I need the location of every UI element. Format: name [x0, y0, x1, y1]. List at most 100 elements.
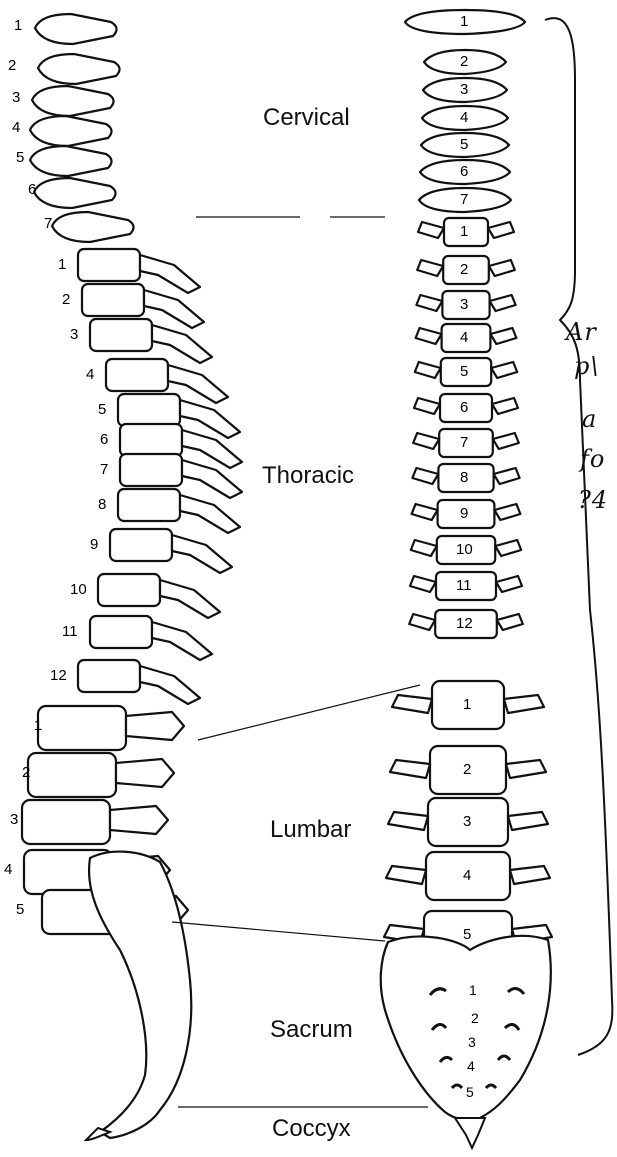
side-cervical-vertebra: [35, 14, 117, 44]
front-sacral-number: 4: [467, 1059, 475, 1073]
front-thoracic-number: 2: [460, 262, 468, 277]
front-lumbar-process-left: [386, 866, 426, 884]
front-cervical-number: 6: [460, 164, 468, 179]
side-lumbar-vertebra: [38, 706, 126, 750]
side-lumbar-number: 1: [34, 718, 42, 733]
front-lumbar-number: 4: [463, 868, 471, 883]
coccyx-side: [86, 1128, 110, 1140]
handwritten-note-line-3: a: [582, 405, 597, 433]
side-thoracic-vertebra: [82, 284, 144, 316]
side-cervical-vertebra: [30, 146, 112, 176]
side-cervical-number: 1: [14, 18, 22, 33]
front-thoracic-process-right: [488, 222, 514, 238]
front-lumbar-number: 5: [463, 927, 471, 942]
front-thoracic-process-right: [492, 398, 518, 414]
side-cervical-vertebra: [32, 86, 114, 116]
front-lumbar-process-right: [508, 812, 548, 830]
front-cervical-number: 5: [460, 137, 468, 152]
side-lumbar-spinous-process: [126, 712, 184, 740]
label-thoracic: Thoracic: [262, 462, 354, 490]
side-cervical-number: 7: [44, 216, 52, 231]
handwritten-note-line-4: fo: [580, 445, 605, 473]
front-thoracic-process-right: [493, 433, 519, 449]
side-lumbar-number: 2: [22, 765, 30, 780]
front-thoracic-number: 5: [460, 364, 468, 379]
side-thoracic-vertebra: [120, 454, 182, 486]
front-lumbar-process-right: [510, 866, 550, 884]
side-thoracic-vertebra: [118, 394, 180, 426]
front-thoracic-process-right: [491, 362, 517, 378]
side-thoracic-vertebra: [120, 424, 182, 456]
side-thoracic-number: 3: [70, 327, 78, 342]
front-thoracic-process-left: [418, 222, 444, 238]
front-cervical-number: 7: [460, 192, 468, 207]
front-thoracic-process-left: [411, 540, 437, 556]
side-lumbar-spinous-process: [110, 806, 168, 834]
handwritten-bracket: [545, 18, 612, 1055]
front-thoracic-number: 9: [460, 506, 468, 521]
side-cervical-vertebra: [34, 178, 116, 208]
label-lumbar: Lumbar: [270, 816, 351, 844]
side-thoracic-spinous-process: [140, 255, 200, 293]
front-cervical-number: 4: [460, 110, 468, 125]
side-thoracic-spinous-process: [180, 495, 240, 533]
front-thoracic-process-right: [494, 504, 520, 520]
front-thoracic-process-right: [494, 468, 520, 484]
side-cervical-number: 6: [28, 182, 36, 197]
front-thoracic-process-right: [495, 540, 521, 556]
side-thoracic-vertebra: [98, 574, 160, 606]
side-thoracic-number: 8: [98, 497, 106, 512]
front-thoracic-number: 8: [460, 470, 468, 485]
label-cervical: Cervical: [263, 104, 350, 132]
front-thoracic-process-left: [417, 260, 443, 276]
front-thoracic-process-left: [416, 295, 442, 311]
side-thoracic-number: 6: [100, 432, 108, 447]
front-thoracic-process-right: [497, 614, 523, 630]
handwritten-note-line-1: Ar: [566, 318, 597, 346]
side-thoracic-number: 12: [50, 668, 67, 683]
front-thoracic-process-left: [410, 576, 436, 592]
label-sacrum: Sacrum: [270, 1016, 353, 1044]
front-thoracic-number: 12: [456, 616, 473, 631]
side-lumbar-number: 3: [10, 812, 18, 827]
side-cervical-number: 4: [12, 120, 20, 135]
side-thoracic-number: 5: [98, 402, 106, 417]
side-lumbar-spinous-process: [116, 759, 174, 787]
front-thoracic-process-left: [413, 433, 439, 449]
lateral-spine-view: [22, 14, 242, 934]
front-lumbar-process-left: [388, 812, 428, 830]
front-sacral-number: 2: [471, 1011, 479, 1025]
side-thoracic-spinous-process: [152, 622, 212, 660]
front-lumbar-process-right: [504, 695, 544, 713]
front-sacral-number: 3: [468, 1035, 476, 1049]
handwritten-note-line-5: ?4: [578, 486, 608, 514]
side-thoracic-number: 1: [58, 257, 66, 272]
front-lumbar-process-left: [390, 760, 430, 778]
front-thoracic-number: 6: [460, 400, 468, 415]
front-lumbar-number: 1: [463, 697, 471, 712]
side-thoracic-vertebra: [78, 660, 140, 692]
front-thoracic-process-left: [412, 504, 438, 520]
side-cervical-vertebra: [30, 116, 112, 146]
side-thoracic-spinous-process: [172, 535, 232, 573]
side-thoracic-vertebra: [90, 616, 152, 648]
side-lumbar-number: 4: [4, 862, 12, 877]
front-thoracic-number: 7: [460, 435, 468, 450]
front-lumbar-process-left: [392, 695, 432, 713]
front-thoracic-number: 10: [456, 542, 473, 557]
side-lumbar-number: 5: [16, 902, 24, 917]
front-thoracic-process-right: [489, 260, 515, 276]
front-thoracic-number: 1: [460, 224, 468, 239]
handwritten-note-line-2: p\: [574, 352, 599, 380]
side-cervical-number: 2: [8, 58, 16, 73]
front-thoracic-process-right: [496, 576, 522, 592]
front-thoracic-process-left: [409, 614, 435, 630]
side-thoracic-vertebra: [110, 529, 172, 561]
front-thoracic-number: 11: [456, 578, 472, 593]
divider-lumbar-sacrum: [172, 922, 385, 941]
front-thoracic-number: 3: [460, 297, 468, 312]
divider-thoracic-lumbar: [198, 685, 420, 740]
side-thoracic-vertebra: [118, 489, 180, 521]
side-thoracic-vertebra: [106, 359, 168, 391]
